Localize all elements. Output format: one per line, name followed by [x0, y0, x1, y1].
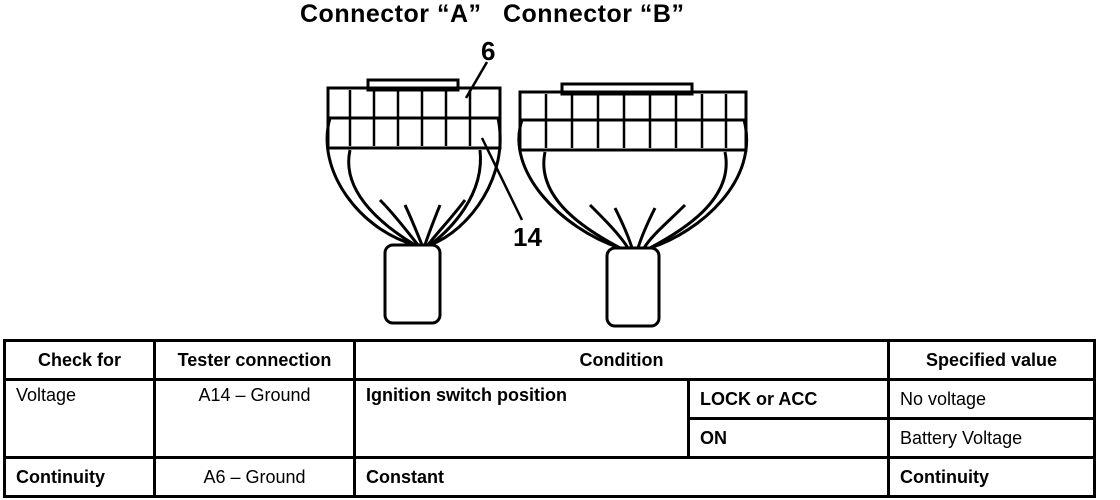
connector-a-title: Connector “A” — [300, 0, 482, 28]
connector-a-latch — [366, 78, 460, 92]
row1-sub2-condition: ON — [686, 417, 891, 459]
connector-b-title: Connector “B” — [502, 0, 685, 28]
row2-specified-value: Continuity — [887, 456, 1097, 498]
header-condition: Condition — [352, 339, 891, 381]
row1-check-for: Voltage — [3, 378, 156, 459]
table-row: Continuity A6 – Ground Constant Continui… — [3, 456, 1097, 498]
row1-tester-connection: A14 – Ground — [153, 378, 356, 459]
table-row: Voltage A14 – Ground Ignition switch pos… — [3, 378, 1097, 459]
connector-a-harness-outer-left — [325, 117, 416, 247]
row2-check-for: Continuity — [3, 456, 156, 498]
inspection-table: Check for Tester connection Condition Sp… — [3, 339, 1097, 498]
pin-6-leader-line — [464, 61, 489, 99]
row1-sub1-value: No voltage — [887, 378, 1097, 420]
row1-sub1-condition: LOCK or ACC — [686, 378, 891, 420]
table-header-row: Check for Tester connection Condition Sp… — [3, 339, 1097, 381]
header-tester-connection: Tester connection — [153, 339, 356, 381]
pin-14-leader-line — [480, 137, 524, 221]
header-specified-value: Specified value — [887, 339, 1097, 381]
connector-b-pins — [544, 94, 728, 148]
row1-sub2-value: Battery Voltage — [887, 417, 1097, 459]
header-check-for: Check for — [3, 339, 156, 381]
connector-b-latch — [560, 82, 694, 96]
connector-drawing — [325, 61, 748, 328]
connector-a-harness-outer-right — [429, 117, 502, 247]
connector-diagram: Connector “A” Connector “B” — [300, 0, 748, 328]
connector-b-harness-outer-left — [517, 119, 621, 250]
row1-condition: Ignition switch position — [353, 378, 690, 459]
diagram-title: Connector “A” Connector “B” — [300, 0, 698, 29]
connector-b-cable — [605, 246, 661, 328]
pin-6-callout: 6 — [481, 36, 496, 66]
connector-b-harness-outer-right — [649, 119, 748, 250]
table-row: ON Battery Voltage — [5, 417, 1097, 459]
row2-condition: Constant — [352, 456, 891, 498]
connector-a-pins — [348, 90, 472, 146]
connector-a-cable — [383, 243, 442, 325]
row2-tester-connection: A6 – Ground — [153, 456, 356, 498]
pin-14-callout: 14 — [513, 222, 542, 252]
